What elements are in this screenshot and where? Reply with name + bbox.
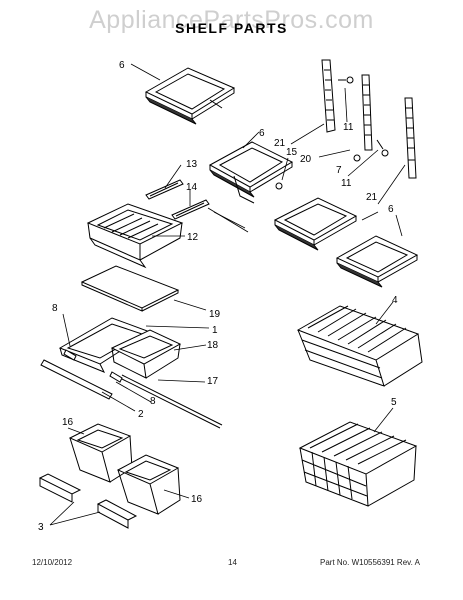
callout-8: 8 (52, 303, 58, 314)
callout-8: 8 (150, 396, 156, 407)
callout-labels: 6 6 6 13 14 12 15 21 20 7 11 11 21 4 5 1… (38, 60, 398, 533)
callout-4: 4 (392, 295, 398, 306)
crisper-drawer-part-16-left (68, 423, 133, 483)
page-title: SHELF PARTS (175, 20, 288, 36)
callout-16: 16 (62, 417, 74, 428)
drawer-handles-part-3 (38, 473, 138, 529)
crisper-drawer-part-16-right (116, 454, 181, 515)
footer-part-number: Part No. W10556391 Rev. A (320, 558, 420, 567)
callout-1: 1 (212, 325, 218, 336)
callout-13: 13 (186, 159, 198, 170)
wire-basket-part-5 (298, 421, 418, 507)
callout-12: 12 (187, 232, 199, 243)
wire-shelf-part-4 (296, 305, 423, 387)
watermark: AppliancePartsPros.com (89, 6, 374, 34)
crisper-rail-part-14 (171, 199, 210, 220)
glass-shelf-part-19 (80, 265, 180, 312)
callout-14: 14 (186, 182, 198, 193)
callout-17: 17 (207, 376, 219, 387)
clips-part-8 (63, 349, 123, 383)
shelf-part-6-right-lower (335, 235, 419, 288)
crisper-rail-part-13 (145, 179, 184, 200)
callout-21: 21 (366, 192, 378, 203)
shelf-part-6-top (144, 67, 236, 125)
callout-5: 5 (391, 397, 397, 408)
callout-19: 19 (209, 309, 221, 320)
callout-20: 20 (300, 154, 312, 165)
callout-6: 6 (259, 128, 265, 139)
ladder-rail-left (321, 59, 336, 133)
callout-15: 15 (286, 147, 298, 158)
footer-date: 12/10/2012 (32, 558, 73, 567)
callout-11: 11 (341, 178, 352, 189)
callout-2: 2 (138, 409, 144, 420)
callout-21: 21 (274, 138, 286, 149)
footer-page-number: 14 (228, 558, 237, 567)
rod-part-17 (119, 374, 223, 429)
callout-16: 16 (191, 494, 203, 505)
shelf-part-6-middle (208, 141, 294, 204)
trim-strip-part-2 (40, 359, 113, 400)
ladder-rail-middle (361, 74, 373, 151)
callout-18: 18 (207, 340, 219, 351)
pan-drawer-part-18 (110, 329, 182, 379)
callout-7: 7 (336, 165, 342, 176)
crisper-frame-part-12 (86, 203, 184, 269)
screws-hardware (275, 76, 389, 190)
callout-11: 11 (343, 122, 354, 133)
ladder-rail-right (404, 97, 417, 179)
callout-6: 6 (388, 204, 394, 215)
shelf-part-6-right-upper (273, 197, 358, 251)
callout-3: 3 (38, 522, 44, 533)
leader-lines (49, 63, 406, 526)
callout-6: 6 (119, 60, 125, 71)
